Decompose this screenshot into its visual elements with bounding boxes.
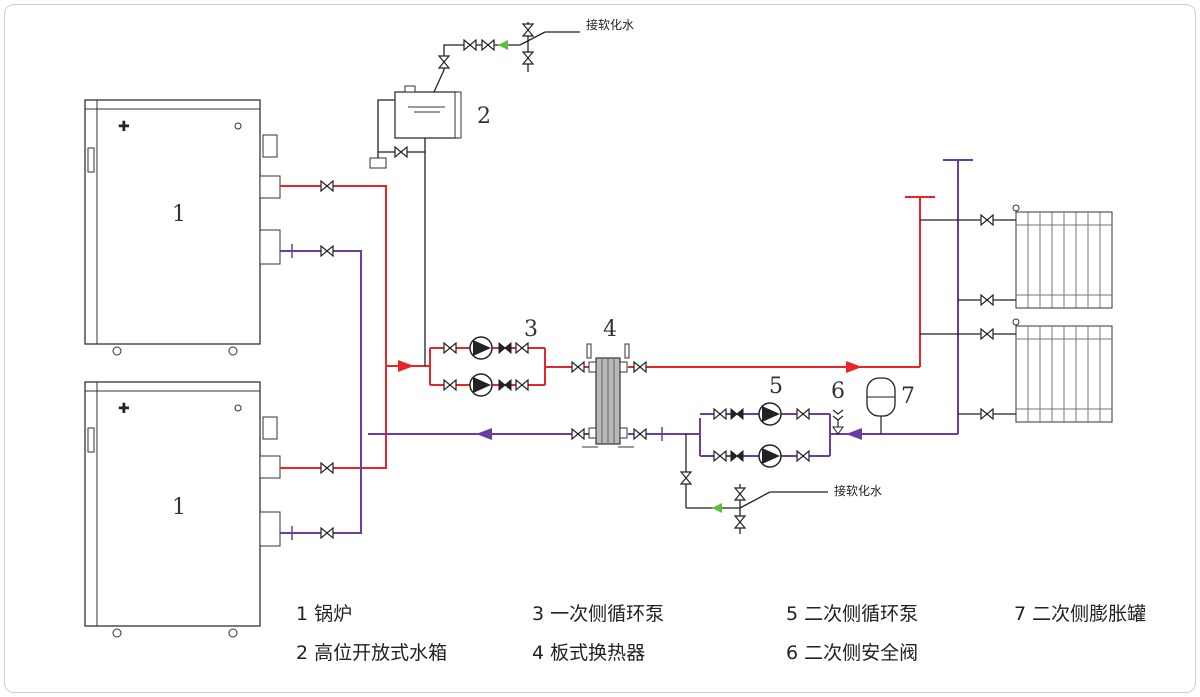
valve xyxy=(796,450,810,462)
legend-item-3: 3 一次侧循环泵 xyxy=(532,603,664,625)
valve xyxy=(463,39,477,51)
expansion-tank xyxy=(866,377,896,434)
valve xyxy=(443,379,457,391)
soft-water-note-top: 接软化水 xyxy=(586,17,634,32)
plate-heat-exchanger xyxy=(582,343,634,448)
valve xyxy=(394,146,408,158)
check-stubs xyxy=(291,244,663,540)
expansion-tank-label: 7 xyxy=(901,384,915,409)
tank-pipes xyxy=(377,22,580,366)
valve xyxy=(633,428,647,440)
boiler-top-label: 1 xyxy=(172,202,186,227)
legend-item-5: 5 二次侧循环泵 xyxy=(786,603,918,625)
return-arrow-icon-2 xyxy=(846,428,862,440)
soft-water-note-bottom: 接软化水 xyxy=(834,483,882,498)
green-arrow-icon xyxy=(712,503,722,513)
valve xyxy=(515,342,529,354)
valve xyxy=(522,51,534,65)
check-valve xyxy=(498,379,512,391)
secondary-pump-label: 5 xyxy=(769,374,783,399)
valve xyxy=(734,487,746,501)
boiler-bottom-label: 1 xyxy=(172,495,186,520)
drain-funnel xyxy=(369,157,387,169)
diagram-frame xyxy=(4,4,1196,693)
valve xyxy=(980,328,994,340)
legend-item-1: 1 锅炉 xyxy=(296,603,352,625)
boiler-top: ✚ xyxy=(84,99,281,356)
valve xyxy=(320,245,334,257)
check-valve xyxy=(730,450,744,462)
valve xyxy=(481,39,495,51)
primary-pump-icon xyxy=(469,373,493,397)
radiator-branches xyxy=(920,219,1016,415)
boiler-bottom-cross-icon: ✚ xyxy=(118,401,130,417)
legend-item-6: 6 二次侧安全阀 xyxy=(786,642,918,664)
valve xyxy=(522,23,534,37)
boiler-bottom: ✚ xyxy=(84,381,281,638)
radiator-bottom xyxy=(1012,318,1113,423)
valve xyxy=(320,527,334,539)
makeup-water-pipe xyxy=(685,434,828,534)
boiler-top-cross-icon: ✚ xyxy=(118,119,130,135)
valve xyxy=(980,294,994,306)
valve xyxy=(734,515,746,529)
valve xyxy=(320,462,334,474)
valve xyxy=(438,55,450,69)
green-arrow-icon xyxy=(498,40,508,50)
radiator-top xyxy=(1012,204,1113,309)
valve xyxy=(443,342,457,354)
secondary-pump-icon xyxy=(758,444,782,468)
valve xyxy=(713,408,727,420)
check-valve xyxy=(730,408,744,420)
legend-item-2: 2 高位开放式水箱 xyxy=(296,642,447,664)
legend-item-7: 7 二次侧膨胀罐 xyxy=(1014,603,1146,625)
valve xyxy=(680,471,692,485)
valve xyxy=(796,408,810,420)
secondary-pump-icon xyxy=(758,402,782,426)
tank-label: 2 xyxy=(477,104,491,129)
valve xyxy=(980,408,994,420)
primary-pump-icon xyxy=(469,336,493,360)
legend-item-4: 4 板式换热器 xyxy=(532,642,645,664)
check-valve xyxy=(498,342,512,354)
primary-pump-label: 3 xyxy=(524,317,538,342)
valve xyxy=(320,180,334,192)
valve xyxy=(980,214,994,226)
valve xyxy=(571,428,585,440)
supply-arrow-icon-2 xyxy=(846,361,862,373)
supply-arrow-icon xyxy=(398,360,414,372)
safety-valve xyxy=(832,409,844,435)
high-open-water-tank xyxy=(394,85,462,139)
valve xyxy=(515,379,529,391)
return-arrow-icon xyxy=(476,428,492,440)
valve xyxy=(571,361,585,373)
safety-valve-label: 6 xyxy=(831,379,845,404)
valve xyxy=(633,361,647,373)
valve xyxy=(713,450,727,462)
heat-exchanger-label: 4 xyxy=(603,317,617,342)
